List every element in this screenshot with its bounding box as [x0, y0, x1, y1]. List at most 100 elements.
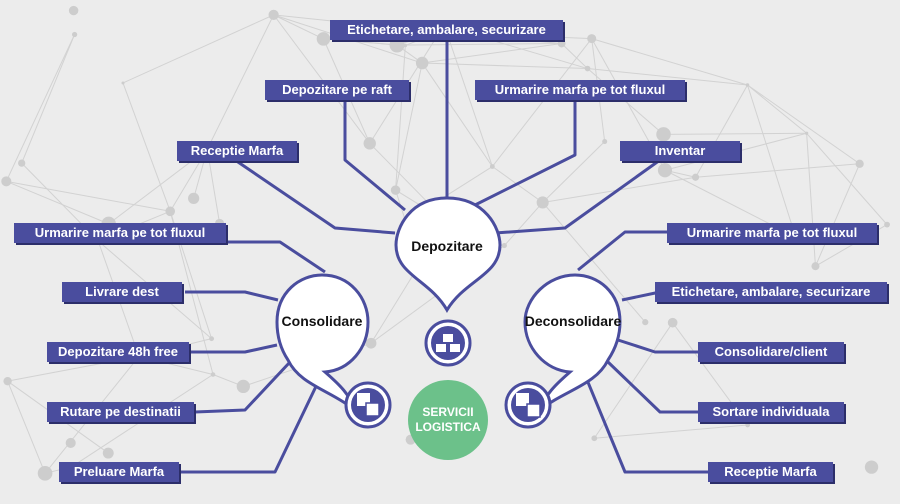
network-node — [855, 159, 864, 168]
connector-consolidare-depozitare48 — [190, 343, 278, 354]
network-node — [65, 437, 76, 448]
network-line — [6, 180, 171, 212]
network-node — [188, 192, 200, 204]
tag-depozitare-raft: Depozitare pe raft — [265, 80, 409, 100]
network-line — [695, 163, 860, 178]
network-line — [7, 380, 46, 474]
network-line — [815, 163, 861, 267]
network-line — [206, 149, 221, 224]
network-node — [804, 131, 809, 135]
connector-consolidare-preluare — [170, 377, 322, 474]
tag-depozitare-etichetare: Etichetare, ambalare, securizare — [330, 20, 563, 40]
network-node — [591, 435, 598, 442]
network-line — [397, 43, 562, 46]
network-line — [503, 202, 544, 246]
network-node — [37, 465, 53, 481]
hub-depozitare-label: Depozitare — [411, 238, 483, 254]
network-line — [422, 62, 588, 70]
network-node — [165, 206, 176, 217]
network-node — [745, 422, 751, 428]
network-node — [365, 337, 377, 349]
network-node — [667, 317, 678, 328]
network-node — [415, 56, 429, 70]
network-line — [747, 84, 807, 134]
tag-deconsolidare-receptie: Receptie Marfa — [708, 462, 833, 482]
center-label-line2: LOGISTICA — [415, 420, 481, 434]
network-line — [806, 133, 816, 267]
connector-depozitare-receptie — [234, 158, 396, 235]
boxes-merge-icon — [344, 381, 392, 429]
network-line — [695, 84, 748, 178]
network-line — [593, 322, 674, 439]
network-line — [395, 62, 423, 191]
network-node — [657, 163, 673, 178]
tag-consolidare-livrare: Livrare dest — [62, 282, 182, 302]
hub-consolidare-label: Consolidare — [281, 313, 363, 329]
network-line — [542, 141, 606, 203]
hub-consolidare-shape — [275, 273, 370, 415]
network-node — [316, 32, 331, 46]
hub-deconsolidare-label: Deconsolidare — [524, 313, 622, 329]
tag-consolidare-rutare: Rutare pe destinatii — [47, 402, 194, 422]
network-line — [587, 68, 748, 86]
tag-consolidare-urmarire: Urmarire marfa pe tot fluxul — [14, 223, 226, 243]
network-node — [403, 43, 408, 48]
network-line — [542, 202, 646, 323]
network-line — [422, 43, 562, 64]
network-node — [18, 159, 26, 167]
network-line — [395, 45, 406, 191]
network-line — [21, 34, 76, 164]
pallet-boxes-icon — [424, 319, 472, 367]
connector-depozitare-raft — [343, 100, 406, 212]
connector-deconsolidare-sortare — [606, 360, 700, 414]
network-line — [594, 424, 748, 439]
connector-consolidare-livrare — [185, 290, 279, 302]
network-node — [691, 173, 700, 181]
network-node — [71, 31, 78, 38]
network-node — [390, 185, 401, 195]
connector-consolidare-urmarire — [220, 240, 326, 274]
network-node — [102, 447, 114, 459]
network-node — [656, 127, 671, 142]
network-node — [1, 176, 12, 187]
connector-depozitare-urmarire — [474, 100, 577, 207]
tag-depozitare-urmarire: Urmarire marfa pe tot fluxul — [475, 80, 685, 100]
tag-deconsolidare-consolidare: Consolidare/client — [698, 342, 844, 362]
network-node — [587, 34, 597, 44]
network-line — [444, 26, 493, 167]
network-node — [584, 65, 591, 72]
tag-consolidare-preluare: Preluare Marfa — [59, 462, 179, 482]
network-line — [122, 82, 171, 212]
network-line — [491, 38, 593, 167]
network-line — [206, 14, 275, 150]
network-node — [489, 164, 495, 169]
network-node — [236, 379, 250, 394]
network-node — [389, 37, 405, 53]
hub-deconsolidare-shape — [523, 273, 622, 415]
network-node — [642, 319, 649, 326]
tag-depozitare-inventar: Inventar — [620, 141, 740, 161]
network-node — [121, 81, 125, 85]
network-line — [5, 34, 76, 182]
network-node — [68, 5, 79, 16]
network-node — [811, 262, 820, 271]
network-node — [209, 336, 215, 342]
network-node — [501, 243, 507, 249]
tag-deconsolidare-etichetare: Etichetare, ambalare, securizare — [655, 282, 887, 302]
network-line — [122, 14, 274, 84]
network-node — [745, 83, 750, 87]
connector-deconsolidare-urmarire — [577, 230, 668, 272]
network-node — [602, 139, 608, 145]
network-node — [884, 221, 890, 228]
network-node — [210, 372, 216, 377]
connector-consolidare-rutare — [194, 360, 292, 414]
connector-depozitare-inventar — [494, 158, 661, 235]
network-line — [591, 38, 748, 86]
network-line — [273, 14, 371, 144]
network-node — [557, 39, 566, 48]
network-line — [806, 132, 888, 225]
tag-consolidare-depozitare48: Depozitare 48h free — [47, 342, 189, 362]
connector-deconsolidare-consolidare — [617, 338, 700, 354]
network-node — [3, 376, 12, 386]
